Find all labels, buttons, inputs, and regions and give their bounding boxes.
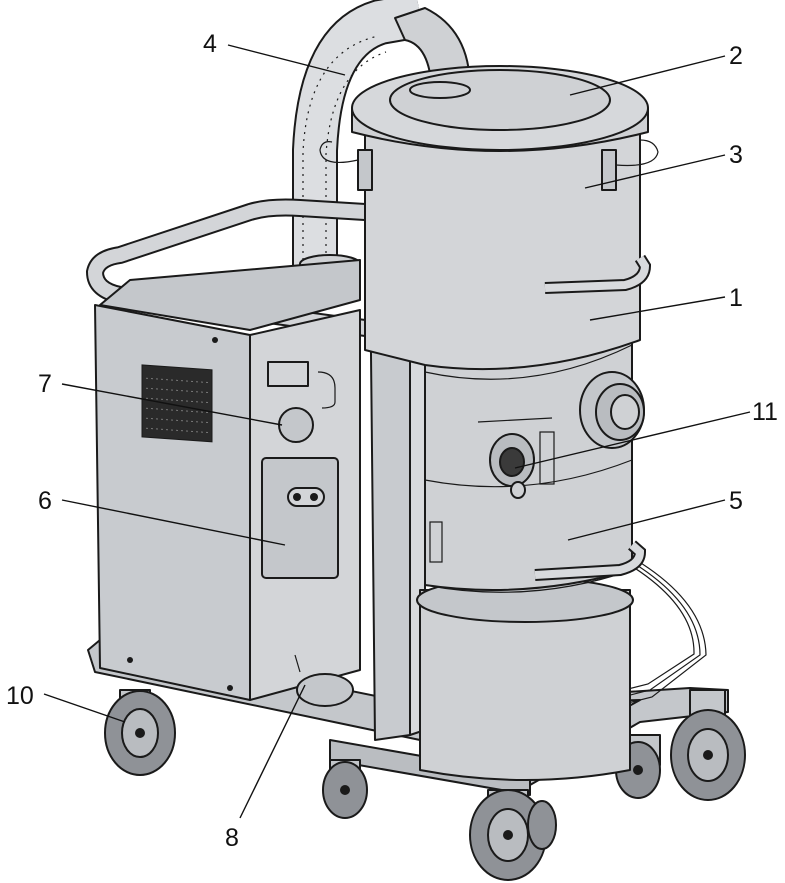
callout-7: 7 — [38, 370, 52, 398]
leader-1 — [589, 296, 726, 321]
leader-10 — [43, 693, 126, 723]
hour-counter — [278, 407, 314, 443]
callout-10: 10 — [6, 682, 34, 710]
callout-2: 2 — [729, 42, 743, 70]
leader-7 — [61, 383, 283, 426]
callout-5: 5 — [729, 487, 743, 515]
tank — [319, 65, 659, 781]
wheel-front-middle — [322, 759, 368, 819]
callout-6: 6 — [38, 487, 52, 515]
wheel-right-small — [615, 734, 661, 799]
wheel-right-large — [670, 689, 746, 801]
callout-3: 3 — [729, 141, 743, 169]
side-inlet — [579, 371, 645, 449]
leader-lines — [43, 44, 751, 819]
switch-box — [261, 457, 339, 579]
leader-11 — [514, 411, 751, 469]
power-cable-holder — [294, 654, 354, 707]
callout-8: 8 — [225, 824, 239, 852]
leader-4 — [227, 44, 346, 76]
leader-6 — [61, 499, 286, 546]
tank-clamp-left — [319, 141, 373, 191]
callout-11: 11 — [752, 398, 778, 426]
leader-3 — [584, 154, 726, 189]
callout-1: 1 — [729, 284, 743, 312]
tank-handle-upper — [544, 254, 652, 294]
leader-8 — [239, 684, 306, 819]
wheel-front-center — [469, 789, 557, 881]
motor-housing — [94, 259, 361, 707]
callout-labels: 1 2 3 4 5 6 7 8 10 11 — [6, 30, 778, 852]
callout-4: 4 — [203, 30, 217, 58]
filter-shaker-knob — [489, 433, 535, 499]
tank-handle-lower — [534, 540, 647, 581]
leader-5 — [567, 499, 726, 541]
grille-dots — [146, 377, 208, 434]
wheel-rear-left — [104, 689, 176, 776]
push-handle — [85, 198, 389, 339]
ventilation-grille — [141, 364, 213, 443]
tank-clamp-right — [601, 139, 659, 191]
leader-2 — [569, 55, 726, 96]
wheels — [104, 689, 746, 881]
